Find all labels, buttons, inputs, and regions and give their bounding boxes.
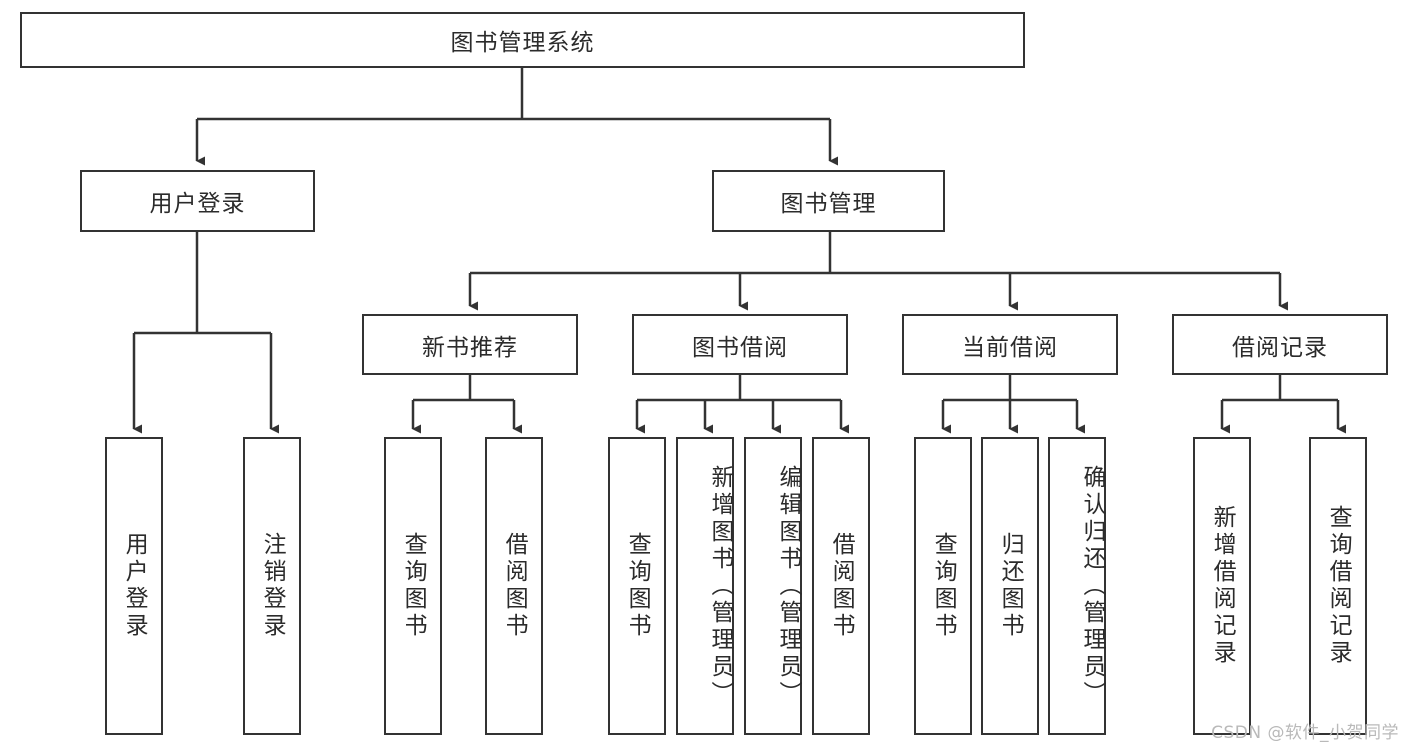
watermark-text: CSDN @软件_小贺同学 [1211,723,1399,743]
leaf-user-login-signout[interactable]: 注销登录 [243,437,301,735]
node-borrow-records[interactable]: 借阅记录 [1172,314,1388,375]
leaf-records-add-record[interactable]: 新增借阅记录 [1193,437,1251,735]
leaf-new-book-borrow[interactable]: 借阅图书 [485,437,543,735]
node-user-login[interactable]: 用户登录 [80,170,315,232]
leaf-current-return-book[interactable]: 归还图书 [981,437,1039,735]
leaf-current-query-book[interactable]: 查询图书 [914,437,972,735]
leaf-records-query-record[interactable]: 查询借阅记录 [1309,437,1367,735]
leaf-current-confirm-return-admin[interactable]: 确认归还（管理员） [1048,437,1106,735]
leaf-borrow-add-book-admin[interactable]: 新增图书（管理员） [676,437,734,735]
leaf-borrow-borrow-book[interactable]: 借阅图书 [812,437,870,735]
node-new-book-recommend[interactable]: 新书推荐 [362,314,578,375]
node-current-borrow[interactable]: 当前借阅 [902,314,1118,375]
leaf-borrow-edit-book-admin[interactable]: 编辑图书（管理员） [744,437,802,735]
leaf-borrow-query-book[interactable]: 查询图书 [608,437,666,735]
leaf-user-login-signin[interactable]: 用户登录 [105,437,163,735]
node-root-system[interactable]: 图书管理系统 [20,12,1025,68]
node-book-borrow[interactable]: 图书借阅 [632,314,848,375]
leaf-new-book-query[interactable]: 查询图书 [384,437,442,735]
node-book-management[interactable]: 图书管理 [712,170,945,232]
